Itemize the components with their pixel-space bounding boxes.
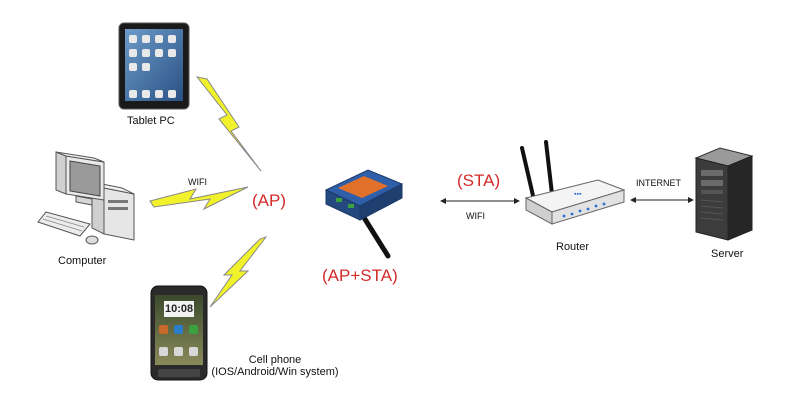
phone-label: Cell phone (IOS/Android/Win system) bbox=[205, 354, 345, 378]
wifi-left-label: WIFI bbox=[188, 177, 207, 187]
phone-label-line1: Cell phone bbox=[248, 354, 302, 366]
computer-label: Computer bbox=[58, 255, 107, 267]
router-label: Router bbox=[556, 241, 590, 253]
module-label: (AP+STA) bbox=[322, 266, 398, 285]
computer-icon bbox=[37, 151, 135, 245]
wifi-bolt-tablet-icon bbox=[195, 76, 262, 172]
internet-label: INTERNET bbox=[636, 178, 681, 188]
sta-label: (STA) bbox=[457, 171, 501, 190]
phone-icon bbox=[150, 285, 208, 381]
svg-text:▪▪▪: ▪▪▪ bbox=[574, 191, 582, 198]
wifi-bolt-computer-icon bbox=[149, 186, 249, 211]
server-label: Server bbox=[711, 248, 744, 260]
wifi-bolt-phone-icon bbox=[209, 236, 268, 308]
tablet-icon bbox=[118, 22, 190, 110]
wifi-module-icon bbox=[324, 169, 404, 259]
tablet-label: Tablet PC bbox=[127, 115, 175, 127]
phone-clock: 10:08 bbox=[165, 303, 194, 315]
ap-label: (AP) bbox=[252, 191, 286, 210]
phone-label-line2: (IOS/Android/Win system) bbox=[211, 366, 339, 378]
server-icon bbox=[694, 147, 754, 241]
wifi-right-label: WIFI bbox=[466, 211, 485, 221]
wifi-link-arrow bbox=[440, 198, 520, 204]
internet-link-arrow bbox=[630, 197, 694, 203]
router-icon: ▪▪▪ bbox=[520, 140, 626, 225]
